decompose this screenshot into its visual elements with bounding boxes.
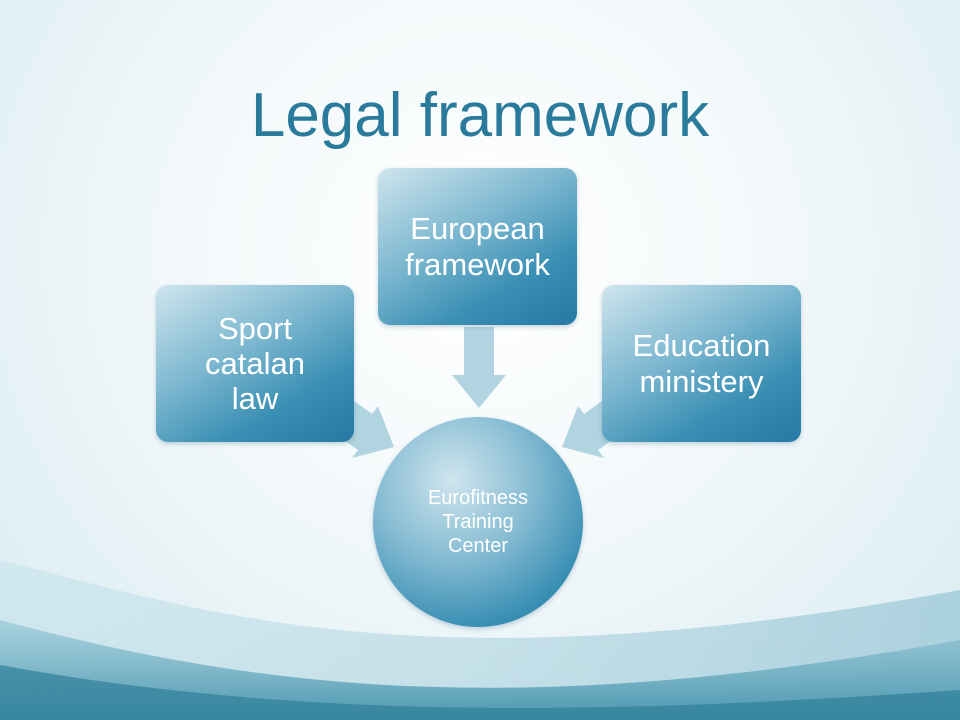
node-education-ministery: Education ministery	[602, 285, 801, 442]
arrow-from-european	[452, 327, 506, 408]
node-sport-catalan-law: Sport catalan law	[156, 285, 354, 442]
center-node-label: Eurofitness Training Center	[427, 487, 529, 557]
slide-title: Legal framework	[250, 81, 710, 150]
center-node-eurofitness: Eurofitness Training Center	[373, 417, 583, 627]
node-sport-label: Sport catalan law	[205, 310, 305, 416]
node-european-label: European framework	[405, 211, 550, 282]
node-education-label: Education ministery	[632, 328, 771, 399]
node-european-framework: European framework	[378, 168, 577, 325]
